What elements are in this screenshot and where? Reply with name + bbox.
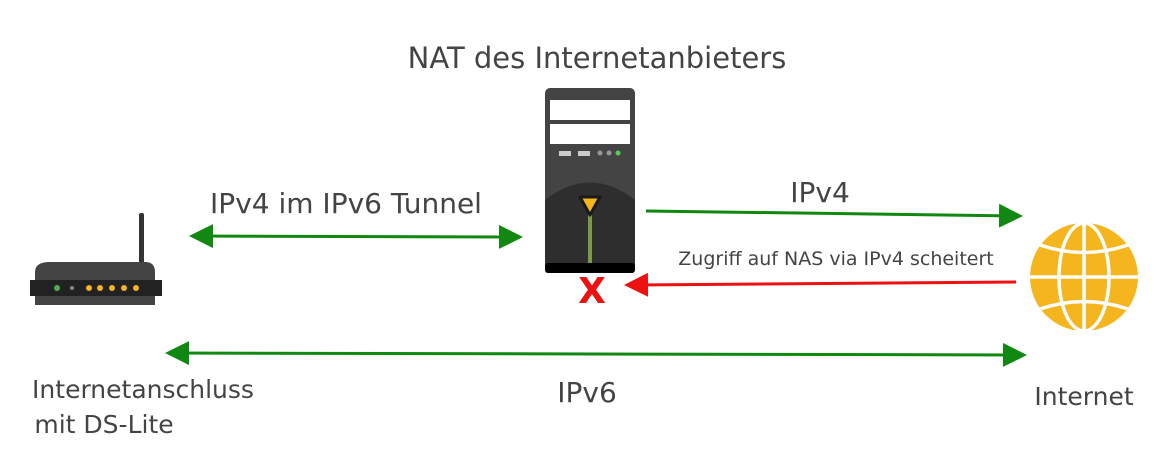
server-icon [545,88,635,273]
router-icon [30,213,162,305]
router-label-line2: mit DS-Lite [34,410,173,439]
ipv6-label: IPv6 [557,376,617,409]
fail-arrow [624,272,1017,297]
ipv4-arrow [645,203,1023,228]
fail-x-mark: X [578,271,606,312]
ipv6-arrow [165,341,1027,367]
tunnel-arrow [189,224,523,249]
internet-label: Internet [1034,382,1133,411]
router-label-line1: Internetanschluss [32,375,254,404]
fail-label: Zugriff auf NAS via IPv4 scheitert [678,248,993,270]
globe-icon [1030,221,1138,333]
tunnel-label: IPv4 im IPv6 Tunnel [210,187,482,220]
ipv4-label: IPv4 [790,176,850,209]
nat-title: NAT des Internetanbieters [408,41,787,75]
